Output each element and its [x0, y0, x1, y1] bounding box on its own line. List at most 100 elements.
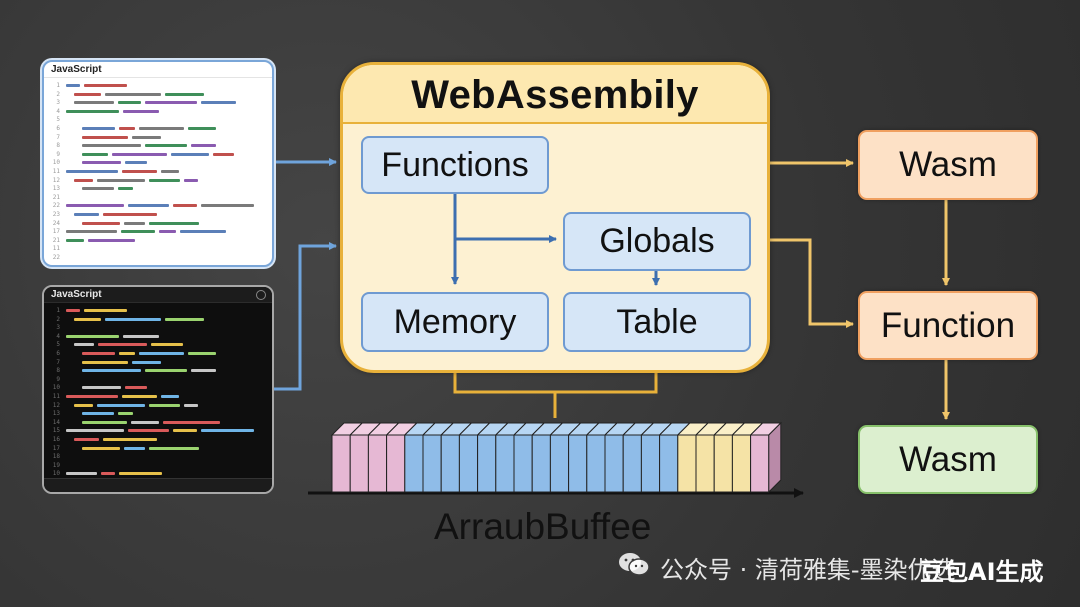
- code-token: [124, 221, 145, 225]
- code-token: [66, 169, 118, 173]
- window-control-icon: [256, 290, 266, 300]
- code-line: 17: [44, 444, 272, 453]
- code-token: [132, 360, 161, 364]
- code-token: [163, 420, 220, 424]
- code-token: [173, 204, 197, 208]
- code-token: [84, 309, 127, 312]
- arrow-js-dark-to-module: [272, 242, 337, 391]
- code-token: [66, 394, 118, 398]
- code-token: [131, 420, 159, 424]
- wasm-output-top: Wasm: [858, 130, 1038, 200]
- code-line: 1: [44, 306, 272, 315]
- code-panel-title: JavaScript: [51, 289, 102, 300]
- code-token: [82, 369, 141, 373]
- line-number: 10: [52, 384, 60, 392]
- code-token: [119, 351, 135, 355]
- code-token: [145, 101, 197, 105]
- code-token: [122, 394, 157, 398]
- code-line: 19: [44, 461, 272, 470]
- line-number: 9: [56, 150, 60, 158]
- line-number: 15: [52, 427, 60, 435]
- code-token: [151, 343, 183, 347]
- code-token: [132, 135, 161, 139]
- code-token: [66, 309, 80, 312]
- module-header: WebAssembily: [343, 65, 767, 124]
- buffer-block: [640, 422, 673, 493]
- code-line: 14: [44, 418, 272, 427]
- wasm-output-bottom: Wasm: [858, 425, 1038, 494]
- line-number: 17: [52, 444, 60, 452]
- code-token: [103, 212, 157, 216]
- code-token: [82, 126, 115, 130]
- code-token: [82, 221, 120, 225]
- code-token: [103, 437, 157, 441]
- code-token: [191, 369, 216, 373]
- code-token: [97, 403, 145, 407]
- line-number: 1: [56, 307, 60, 314]
- code-token: [66, 238, 84, 242]
- array-buffer-label: ArraubBuffee: [434, 506, 652, 547]
- buffer-block: [512, 422, 546, 493]
- code-line: 4: [44, 107, 272, 116]
- code-token: [145, 369, 187, 373]
- code-token: [165, 317, 204, 321]
- code-line: 1: [44, 81, 272, 90]
- code-line: 11: [44, 167, 272, 176]
- code-token: [171, 152, 209, 156]
- code-token: [66, 109, 119, 113]
- line-number: 22: [52, 253, 60, 261]
- code-token: [74, 403, 93, 407]
- line-number: 18: [52, 453, 60, 461]
- buffer-block: [348, 422, 382, 493]
- code-line: 8: [44, 141, 272, 150]
- line-number: 4: [56, 107, 60, 115]
- code-token: [74, 212, 99, 216]
- code-token: [149, 403, 180, 407]
- code-token: [66, 230, 117, 234]
- code-line: 5: [44, 340, 272, 349]
- code-line: 7: [44, 133, 272, 142]
- code-token: [74, 343, 94, 347]
- code-token: [82, 187, 114, 191]
- code-line: 9: [44, 150, 272, 159]
- line-number: 9: [56, 375, 60, 383]
- buffer-block: [530, 422, 564, 493]
- line-number: 1: [56, 82, 60, 89]
- line-number: 13: [52, 410, 60, 418]
- code-line: 10: [44, 469, 272, 478]
- code-line: 24: [44, 219, 272, 228]
- code-token: [82, 351, 115, 355]
- code-token: [98, 343, 147, 347]
- code-token: [74, 317, 101, 321]
- line-number: 12: [52, 401, 60, 409]
- code-token: [201, 429, 254, 433]
- line-number: 24: [52, 219, 60, 227]
- memory-component: Memory: [361, 292, 549, 352]
- code-token: [213, 152, 234, 156]
- code-token: [139, 126, 184, 130]
- buffer-block: [694, 422, 728, 493]
- code-token: [184, 403, 198, 407]
- line-number: 10: [52, 470, 60, 478]
- code-panel-title: JavaScript: [44, 62, 272, 78]
- module-title: WebAssembily: [411, 73, 699, 117]
- code-line: 9: [44, 375, 272, 384]
- line-number: 5: [56, 341, 60, 349]
- table-component: Table: [563, 292, 751, 352]
- code-token: [88, 238, 135, 242]
- code-token: [119, 472, 162, 476]
- code-line: 13: [44, 409, 272, 418]
- arrow-module-to-function: [766, 238, 854, 328]
- line-number: 8: [56, 142, 60, 150]
- code-token: [159, 230, 176, 234]
- functions-component: Functions: [361, 136, 549, 194]
- code-token: [101, 472, 115, 476]
- line-number: 4: [56, 332, 60, 340]
- code-token: [128, 429, 169, 433]
- buffer-block: [676, 422, 710, 493]
- line-number: 14: [52, 418, 60, 426]
- code-token: [139, 351, 184, 355]
- code-token: [66, 334, 119, 338]
